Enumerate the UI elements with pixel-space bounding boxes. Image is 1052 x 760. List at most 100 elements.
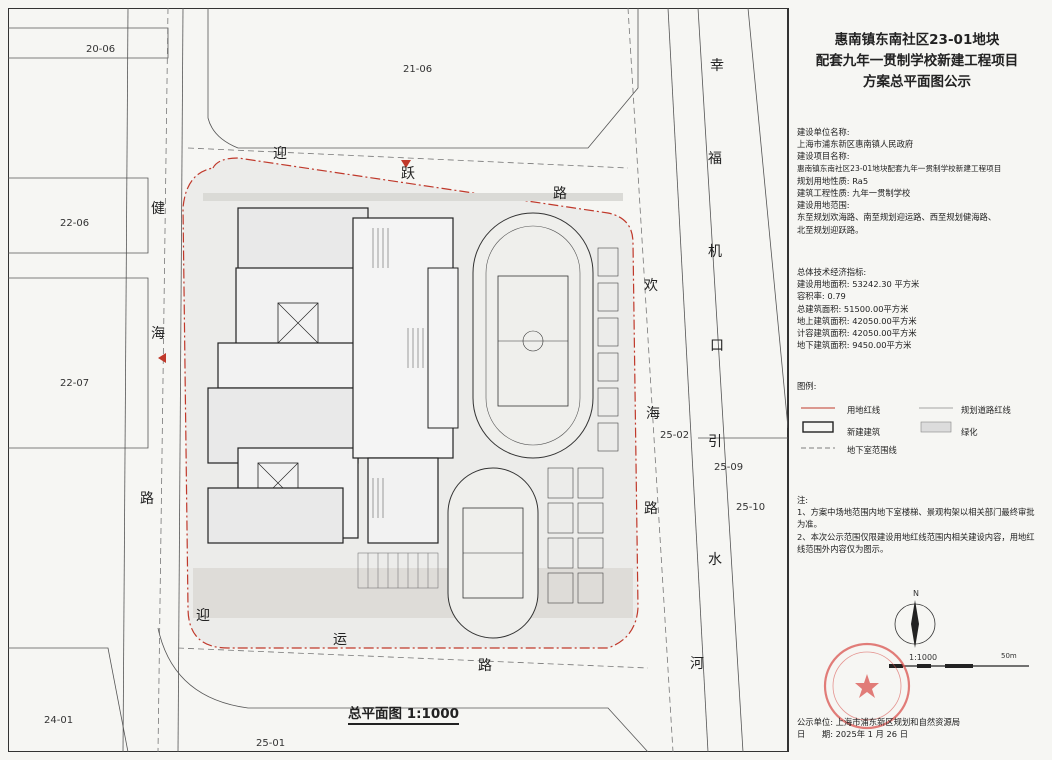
building-east-wing — [427, 267, 459, 429]
stats-line: 计容建筑面积: 42050.00平方米 — [797, 328, 917, 339]
stats-line: 地上建筑面积: 42050.00平方米 — [797, 315, 917, 326]
river-char-7: 河 — [690, 656, 704, 672]
legend-green-label: 绿化 — [961, 427, 978, 437]
zone-20-06: 20-06 — [86, 44, 115, 55]
parcel-22-06 — [8, 177, 149, 254]
announce-unit: 公示单位: 上海市浦东新区规划和自然资源局 — [797, 717, 961, 727]
road-yingyue-char-1: 迎 — [273, 146, 287, 162]
jianhai-road-edge-west — [122, 7, 129, 753]
stats-line: 建设用地面积: 53242.30 平方米 — [797, 279, 920, 290]
info-line: 惠南镇东南社区23-01地块配套九年一贯制学校新建工程项目 — [797, 163, 1002, 173]
parcel-24-01 — [8, 647, 129, 753]
zone-22-07: 22-07 — [60, 378, 89, 389]
green-belt-north — [203, 193, 623, 201]
north-arrow-icon — [911, 600, 919, 648]
info-line: 北至规划迎跃路。 — [797, 224, 864, 235]
info-line: 建设单位名称: — [797, 127, 850, 137]
note-1: 1、方案中场地范围内地下室楼梯、景观构架以相关部门最终审批为准。 — [797, 507, 1035, 530]
announce-date: 日 期: 2025年 1 月 26 日 — [797, 729, 909, 740]
north-entrance-marker — [401, 160, 411, 168]
basketball-courts — [547, 247, 619, 604]
stats-line: 地下建筑面积: 9450.00平方米 — [797, 340, 912, 351]
info-line: 建设项目名称: — [797, 151, 850, 162]
info-line: 上海市浦东新区惠南镇人民政府 — [797, 139, 914, 150]
map-frame — [8, 8, 788, 752]
building-block-e — [207, 487, 344, 544]
road-jianhai-char-3: 路 — [140, 491, 154, 507]
jianhai-road-centerline — [157, 7, 169, 753]
panel-title-line-2: 配套九年一贯制学校新建工程项目 — [815, 53, 1019, 69]
panel-title: 惠南镇东南社区23-01地块 配套九年一贯制学校新建工程项目 方案总平面图公示 — [789, 30, 1045, 93]
river-char-5: 引 — [708, 434, 722, 450]
road-yingyue-char-3: 路 — [553, 186, 567, 202]
zone-21-06: 21-06 — [403, 64, 432, 75]
building-block-f — [367, 457, 439, 544]
west-entrance-marker — [158, 353, 166, 363]
building-block-b — [217, 342, 359, 389]
parcel-22-07 — [8, 277, 149, 449]
info-line: 建设用地范围: — [797, 200, 850, 211]
zone-25-02: 25-02 — [660, 430, 689, 441]
north-label: N — [913, 589, 919, 598]
green-belt-south — [193, 568, 633, 618]
legend-building-label: 新建建筑 — [847, 427, 881, 437]
zone-25-01: 25-01 — [256, 738, 285, 749]
jianhai-road-edge — [177, 7, 184, 753]
river-char-1: 幸 — [710, 58, 724, 74]
info-panel: 惠南镇东南社区23-01地块 配套九年一贯制学校新建工程项目 方案总平面图公示 … — [788, 8, 1045, 752]
stair-hatching — [372, 228, 424, 518]
running-track-lane — [485, 225, 581, 446]
site-plan-drawing: 20-06 21-06 22-06 22-07 24-01 25-01 25-0… — [8, 7, 789, 753]
stats-line: 容积率: 0.79 — [797, 291, 846, 302]
parcel-25-01 — [157, 627, 649, 753]
road-huanhai-char-2: 海 — [646, 406, 660, 422]
legend-land-line-label: 用地红线 — [847, 405, 881, 415]
note-2: 2、本次公示范围仅限建设用地红线范围内相关建设内容，用地红线范围外内容仅为图示。 — [797, 531, 1035, 554]
xingfu-river-edge-east — [747, 7, 789, 429]
yingyue-road-centerline — [187, 147, 629, 169]
road-huanhai-char-1: 欢 — [644, 278, 658, 294]
legend-title: 图例: — [797, 381, 817, 391]
legend-symbols — [801, 407, 953, 449]
project-info: 建设单位名称: 上海市浦东新区惠南镇人民政府 建设项目名称: 惠南镇东南社区23… — [797, 126, 1041, 236]
legend-basement-label: 地下室范围线 — [847, 445, 897, 455]
notes: 注: 1、方案中场地范围内地下室楼梯、景观构架以相关部门最终审批为准。 2、本次… — [797, 494, 1041, 555]
info-line: 东至规划欢海路、南至规划迎运路、西至规划健海路、 — [797, 212, 997, 223]
zone-22-06: 22-06 — [60, 218, 89, 229]
yingyun-road-centerline — [177, 647, 649, 669]
announcement-footer: 公示单位: 上海市浦东新区规划和自然资源局 日 期: 2025年 1 月 26 … — [797, 716, 1041, 740]
building-block-a — [235, 267, 357, 349]
road-yingyun-char-1: 迎 — [196, 608, 210, 624]
north-arrow-and-scale: N 1:1000 10 50m — [889, 589, 1029, 668]
road-huanhai-char-3: 路 — [644, 501, 658, 517]
panel-title-line-1: 惠南镇东南社区23-01地块 — [834, 32, 1000, 48]
huanhai-road-centerline — [627, 7, 674, 753]
xingfu-river-edge-west — [667, 7, 709, 753]
stats-line: 总建筑面积: 51500.00平方米 — [797, 303, 909, 314]
official-seal — [823, 642, 911, 730]
info-line: 建筑工程性质: 九年一贯制学校 — [797, 188, 911, 199]
river-char-3: 机 — [708, 244, 722, 260]
technical-indicators: 总体技术经济指标: 建设用地面积: 53242.30 平方米 容积率: 0.79… — [797, 266, 1041, 351]
notes-title: 注: — [797, 495, 809, 505]
zone-25-09: 25-09 — [714, 462, 743, 473]
river-char-6: 水 — [708, 552, 722, 568]
drawing-scale-title: 总平面图 1:1000 — [348, 702, 460, 725]
river-char-2: 福 — [708, 151, 722, 167]
site-plan-map: 20-06 21-06 22-06 22-07 24-01 25-01 25-0… — [8, 7, 789, 753]
zone-25-10: 25-10 — [736, 502, 765, 513]
road-jianhai-char-1: 健 — [151, 201, 165, 217]
parcel-21-06 — [207, 8, 639, 149]
road-jianhai-char-2: 海 — [151, 326, 165, 342]
scale-ratio: 1:1000 — [909, 653, 937, 662]
river-char-4: 口 — [710, 338, 724, 354]
running-track-outer — [472, 212, 594, 459]
legend-building-symbol — [802, 421, 834, 433]
road-yingyun-char-2: 运 — [333, 632, 347, 648]
parcel-20-06 — [8, 27, 169, 59]
parking-rows — [357, 552, 439, 589]
road-yingyue-char-2: 跃 — [401, 166, 415, 182]
zone-24-01: 24-01 — [44, 715, 73, 726]
scale-tick-50: 50m — [1001, 652, 1017, 660]
